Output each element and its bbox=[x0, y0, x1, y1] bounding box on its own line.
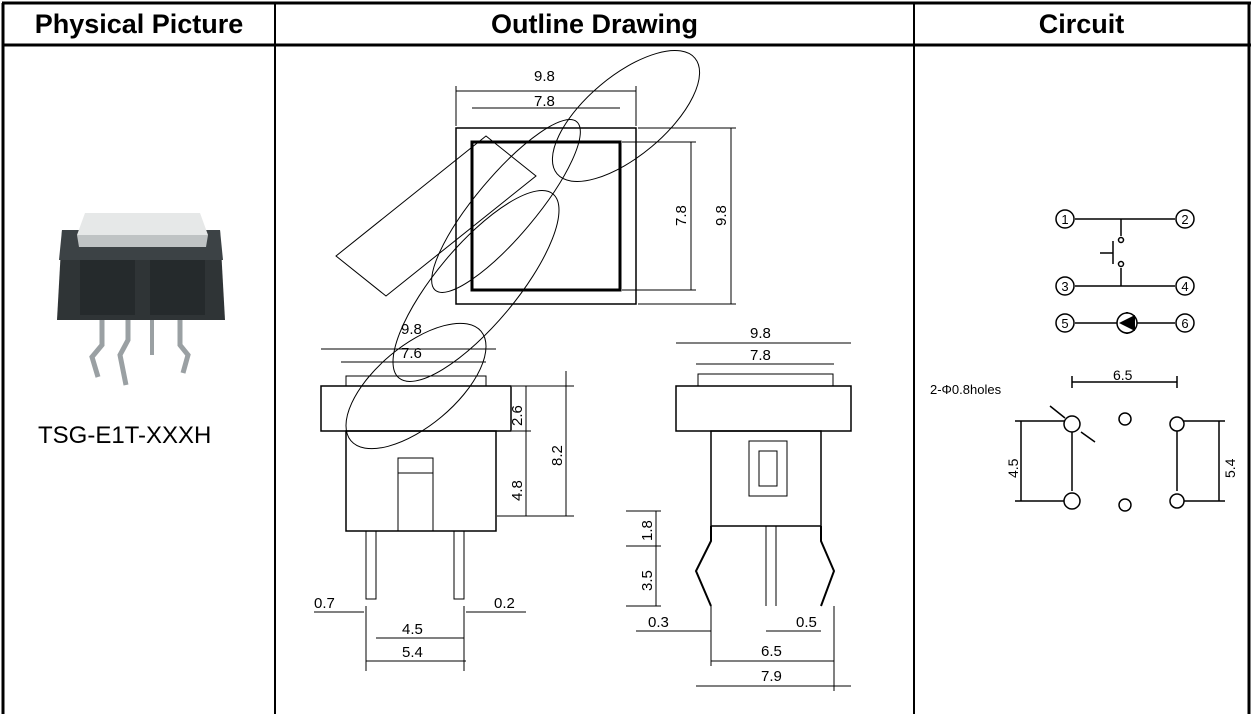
switch-photo bbox=[57, 213, 225, 386]
header-physical-picture: Physical Picture bbox=[34, 8, 244, 39]
dim-front-pin-span: 7.9 bbox=[761, 668, 782, 685]
dim-side-outer-width: 9.8 bbox=[401, 321, 422, 338]
circuit-pin-1: 1 bbox=[1061, 212, 1068, 227]
dim-side-pin-thickness: 0.2 bbox=[494, 595, 515, 612]
dim-side-pin-span: 5.4 bbox=[402, 644, 423, 661]
outline-drawing: 9.8 7.8 7.8 9.8 9.8 7.6 2.6 8.2 4.8 0.7 … bbox=[314, 50, 852, 691]
circuit-pin-2: 2 bbox=[1181, 212, 1188, 227]
dim-top-outer-width: 9.8 bbox=[534, 68, 555, 85]
dim-front-pin-bend: 1.8 bbox=[639, 520, 656, 541]
pcb-height-left-dim: 4.5 bbox=[1005, 458, 1021, 478]
dim-top-outer-height: 9.8 bbox=[713, 205, 730, 226]
dim-side-pin-pitch: 4.5 bbox=[402, 621, 423, 638]
dim-side-total-height: 8.2 bbox=[549, 445, 566, 466]
circuit-pin-4: 4 bbox=[1181, 279, 1188, 294]
circuit-pin-3: 3 bbox=[1061, 279, 1068, 294]
header-circuit: Circuit bbox=[1038, 8, 1125, 39]
dim-side-cap-height: 2.6 bbox=[509, 405, 526, 426]
dim-front-inner-width: 7.8 bbox=[750, 347, 771, 364]
dim-side-inner-width: 7.6 bbox=[401, 345, 422, 362]
dim-front-pin-thickness: 0.3 bbox=[648, 614, 669, 631]
dim-front-outer-width: 9.8 bbox=[750, 325, 771, 342]
pcb-holes-label: 2-Φ0.8holes bbox=[930, 382, 1002, 397]
dim-top-inner-width: 7.8 bbox=[534, 93, 555, 110]
dim-side-pin-width: 0.7 bbox=[314, 595, 335, 612]
dim-front-pin-length: 3.5 bbox=[639, 570, 656, 591]
header-outline-drawing: Outline Drawing bbox=[490, 8, 698, 39]
product-model: TSG-E1T-XXXH bbox=[38, 422, 212, 449]
pcb-pitch-dim: 6.5 bbox=[1113, 367, 1133, 383]
circuit-pin-6: 6 bbox=[1181, 316, 1188, 331]
dim-front-pin-width: 0.5 bbox=[796, 614, 817, 631]
circuit-pin-5: 5 bbox=[1061, 316, 1068, 331]
circuit-diagram: 1 2 3 4 5 6 2-Φ0.8holes 6.5 4.5 5.4 bbox=[930, 209, 1238, 512]
dim-side-body-height: 4.8 bbox=[509, 480, 526, 501]
dim-front-pin-pitch: 6.5 bbox=[761, 643, 782, 660]
dim-top-inner-height: 7.8 bbox=[673, 205, 690, 226]
pcb-height-right-dim: 5.4 bbox=[1222, 458, 1238, 478]
